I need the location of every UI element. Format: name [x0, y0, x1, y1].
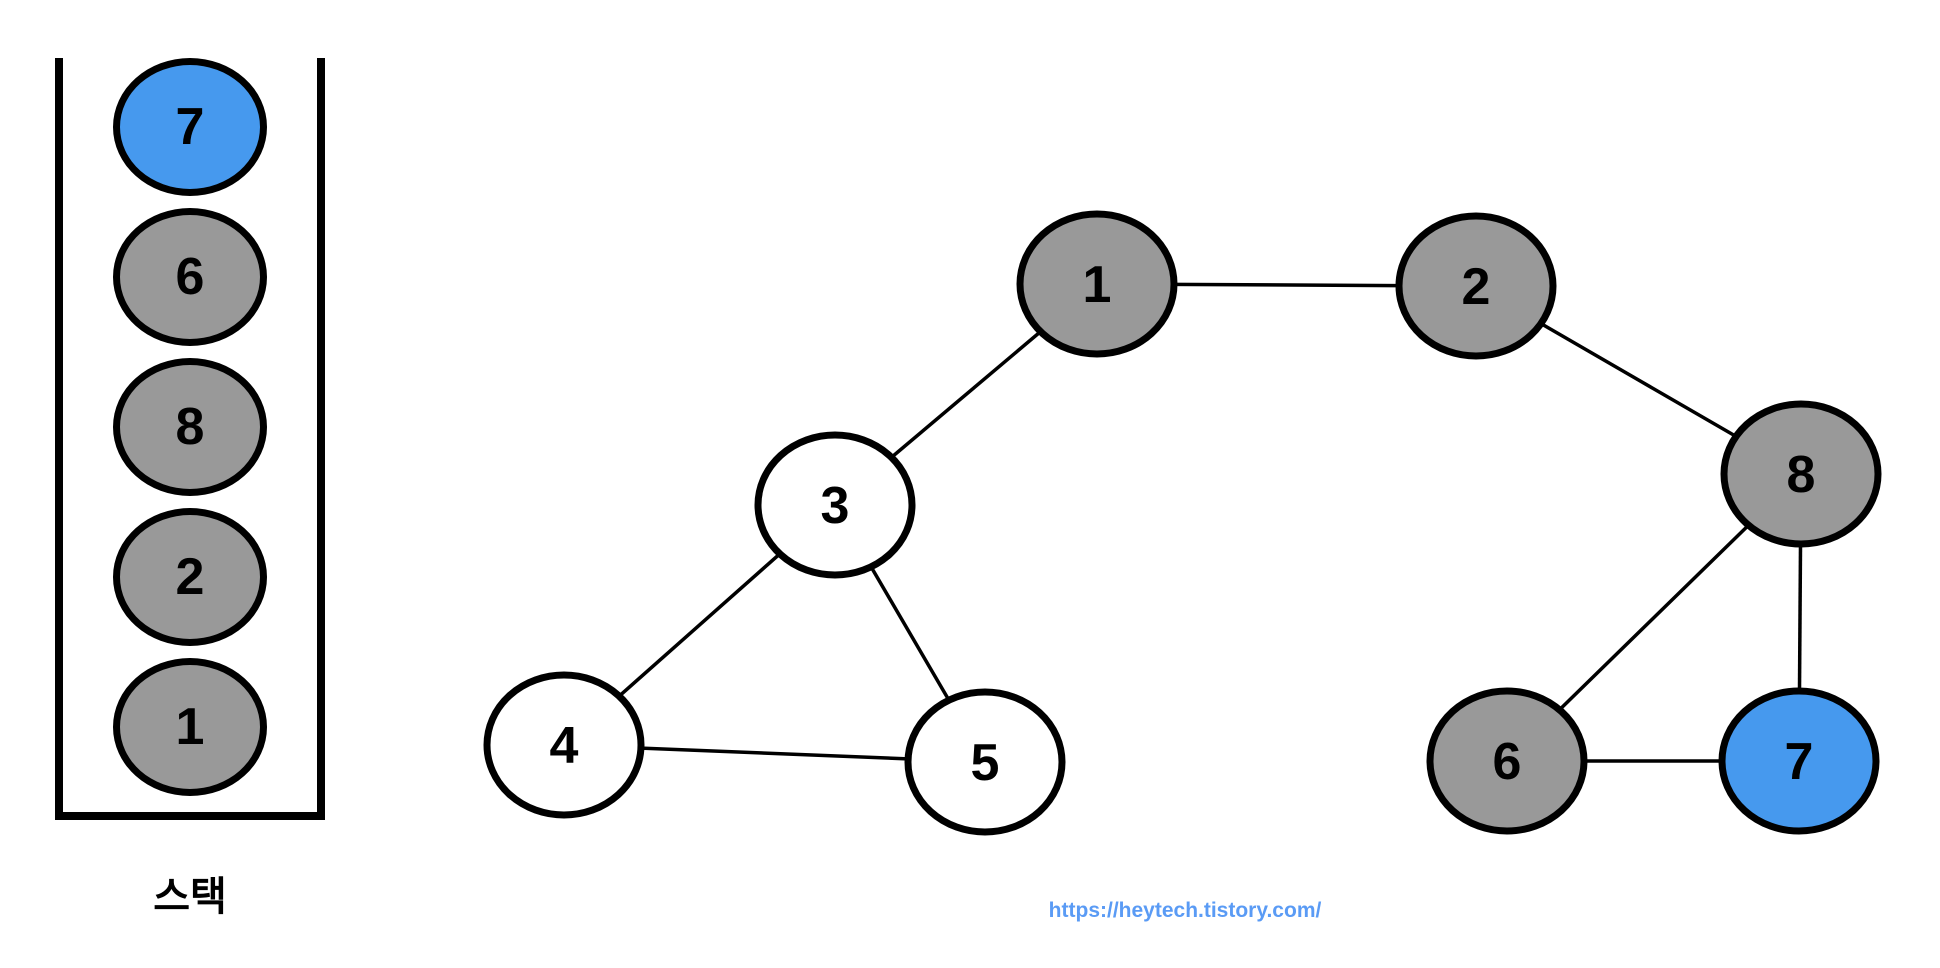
graph-node-label-5: 5	[971, 734, 1000, 792]
stack-label: 스택	[153, 875, 227, 919]
graph-node-label-4: 4	[550, 717, 579, 775]
graph-node-8: 8	[1720, 400, 1882, 548]
graph-node-circle-8	[1720, 400, 1882, 548]
graph-node-label-6: 6	[1493, 733, 1522, 791]
stack-node-1: 1	[113, 658, 267, 796]
graph-node-circle-1	[1016, 210, 1178, 358]
graph-node-label-3: 3	[821, 477, 850, 535]
graph-node-circle-4	[483, 671, 645, 819]
stack-node-2: 2	[113, 508, 267, 646]
site-url-link[interactable]: https://heytech.tistory.com/	[1048, 899, 1322, 922]
graph-node-3: 3	[754, 431, 916, 579]
graph-node-label-8: 8	[1787, 446, 1816, 504]
graph-node-label-2: 2	[1462, 258, 1491, 316]
graph-node-6: 6	[1426, 687, 1588, 835]
graph-node-label-7: 7	[1785, 733, 1814, 791]
graph-node-2: 2	[1395, 212, 1557, 360]
graph-node-7: 7	[1718, 687, 1880, 835]
graph-node-label-1: 1	[1083, 256, 1112, 314]
graph-node-circle-6	[1426, 687, 1588, 835]
graph-node-circle-7	[1718, 687, 1880, 835]
graph-node-circle-2	[1395, 212, 1557, 360]
stack-node-6: 6	[113, 208, 267, 346]
graph-node-circle-3	[754, 431, 916, 579]
stack-node-8: 8	[113, 358, 267, 496]
graph-node-1: 1	[1016, 210, 1178, 358]
graph-node-circle-5	[904, 688, 1066, 836]
stack-node-7: 7	[113, 58, 267, 196]
graph-node-5: 5	[904, 688, 1066, 836]
graph-node-4: 4	[483, 671, 645, 819]
